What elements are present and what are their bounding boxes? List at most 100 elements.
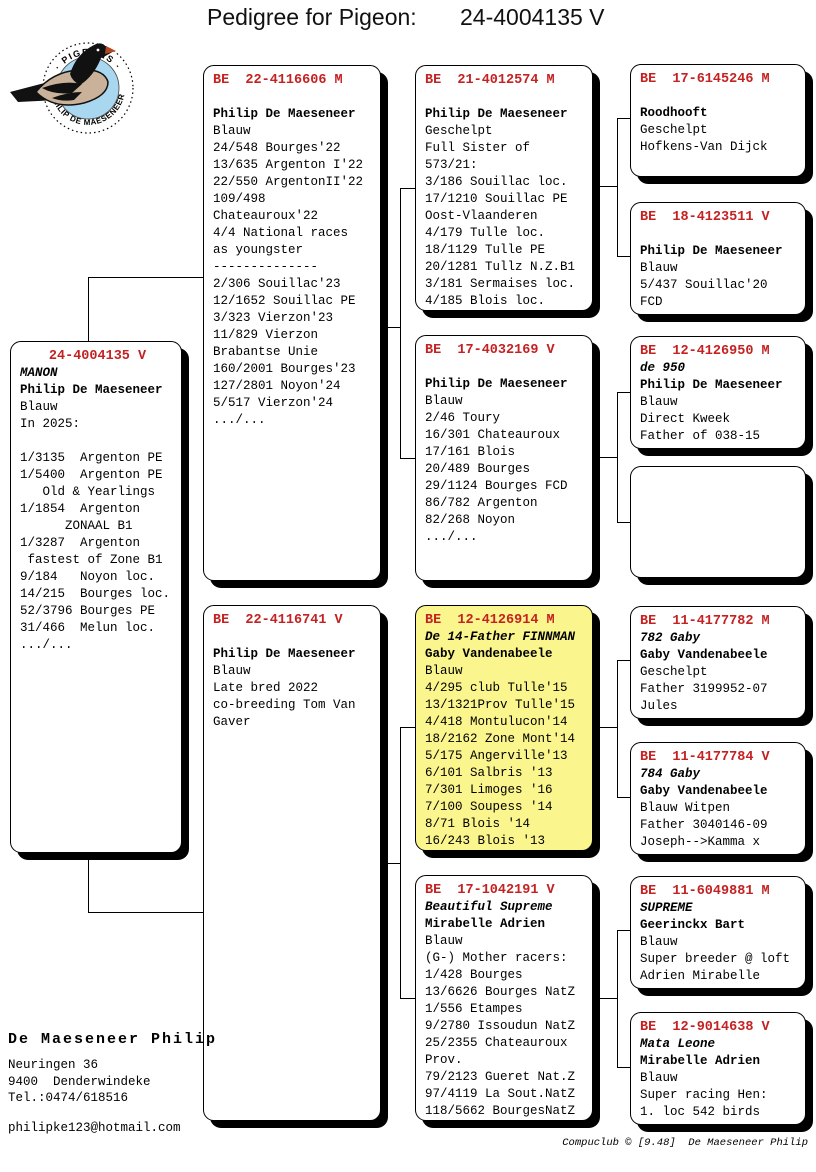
results-text: Blauw 24/548 Bourges'22 13/635 Argenton … <box>213 124 364 427</box>
fancier-name: Philip De Maeseneer <box>425 107 568 121</box>
ring-number: BE 17-4032169 V <box>425 343 555 358</box>
page-title-ring-number: 24-4004135 V <box>460 4 605 30</box>
connector-line <box>617 1067 630 1068</box>
pigeon-name <box>640 88 799 105</box>
pedigree-box-greatgrandparent-2: BE 18-4123511 V Philip De Maeseneer Blau… <box>630 202 806 315</box>
results-text: Blauw 2/46 Toury 16/301 Chateauroux 17/1… <box>425 394 568 544</box>
fancier-name: Gaby Vandenabeele <box>640 648 768 662</box>
ring-number: BE 21-4012574 M <box>425 73 555 88</box>
connector-line <box>400 727 415 728</box>
ring-number: BE 17-1042191 V <box>425 883 555 898</box>
pedigree-box-greatgrandparent-4-empty <box>630 466 806 578</box>
results-text: Blauw Witpen Father 3040146-09 Joseph-->… <box>640 801 768 849</box>
connector-line <box>88 277 89 341</box>
connector-line <box>400 998 415 999</box>
connector-line <box>400 188 415 189</box>
pigeon-name: 784 Gaby <box>640 767 701 781</box>
pigeon-name: De 14-Father FINNMAN <box>425 630 576 644</box>
pedigree-box-greatgrandparent-5: BE 11-4177782 M 782 Gaby Gaby Vandenabee… <box>630 606 806 719</box>
pedigree-box-sire: BE 22-4116606 M Philip De Maeseneer Blau… <box>203 65 381 581</box>
pedigree-box-grandparent-3-highlighted: BE 12-4126914 M De 14-Father FINNMAN Gab… <box>415 605 593 851</box>
connector-line <box>381 327 400 328</box>
pigeon-icon <box>10 43 116 106</box>
pigeon-name: Mata Leone <box>640 1037 716 1051</box>
fancier-name: Philip De Maeseneer <box>425 377 568 391</box>
ring-number: BE 12-9014638 V <box>640 1020 770 1035</box>
page-title: Pedigree for Pigeon: <box>207 4 417 30</box>
pedigree-box-grandparent-2: BE 17-4032169 V Philip De Maeseneer Blau… <box>415 335 593 581</box>
connector-line <box>594 457 617 458</box>
connector-line <box>400 188 401 459</box>
results-text: Geschelpt Father 3199952-07 Jules <box>640 665 768 713</box>
ring-number: BE 11-6049881 M <box>640 884 770 899</box>
pigeon-name <box>213 89 374 106</box>
pedigree-box-grandparent-4: BE 17-1042191 V Beautiful Supreme Mirabe… <box>415 875 593 1121</box>
fancier-name: Philip De Maeseneer <box>640 244 783 258</box>
fancier-name: Philip De Maeseneer <box>640 378 783 392</box>
fancier-name: Mirabelle Adrien <box>640 1054 761 1068</box>
connector-line <box>617 522 630 523</box>
results-text: Blauw (G-) Mother racers: 1/428 Bourges … <box>425 934 576 1118</box>
breeder-address: Neuringen 36 9400 Denderwindeke Tel.:047… <box>8 1058 151 1105</box>
connector-line <box>381 863 400 864</box>
results-text: Blauw 4/295 club Tulle'15 13/1321Prov Tu… <box>425 664 576 848</box>
connector-line <box>88 853 89 913</box>
results-text: Blauw Late bred 2022 co-breeding Tom Van… <box>213 664 356 729</box>
software-credit: Compuclub © [9.48] De Maeseneer Philip <box>562 1137 808 1149</box>
connector-line <box>88 912 203 913</box>
pedigree-box-greatgrandparent-1: BE 17-6145246 M Roodhooft Geschelpt Hofk… <box>630 64 806 177</box>
fancier-name: Gaby Vandenabeele <box>640 784 768 798</box>
pedigree-box-dam: BE 22-4116741 V Philip De Maeseneer Blau… <box>203 605 381 1121</box>
fancier-name: Gaby Vandenabeele <box>425 647 553 661</box>
connector-line <box>88 277 203 278</box>
fancier-name: Roodhooft <box>640 106 708 120</box>
pedigree-box-grandparent-1: BE 21-4012574 M Philip De Maeseneer Gesc… <box>415 65 593 311</box>
breeder-name: De Maeseneer Philip <box>8 1031 218 1048</box>
pigeon-name <box>213 629 374 646</box>
fancier-name: Philip De Maeseneer <box>213 107 356 121</box>
pigeon-name <box>425 89 586 106</box>
results-text: Blauw Super racing Hen: 1. loc 542 birds <box>640 1071 768 1119</box>
ring-number: BE 12-4126914 M <box>425 613 555 628</box>
connector-line <box>617 660 618 798</box>
results-text: Geschelpt Hofkens-Van Dijck <box>640 123 768 154</box>
results-text: Blauw In 2025: 1/3135 Argenton PE 1/5400… <box>20 400 171 652</box>
connector-line <box>617 660 630 661</box>
results-text: Geschelpt Full Sister of 573/21: 3/186 S… <box>425 124 576 308</box>
pedigree-box-subject: 24-4004135 V MANON Philip De Maeseneer B… <box>10 341 182 853</box>
ring-number: 24-4004135 V <box>48 349 147 364</box>
pedigree-box-greatgrandparent-6: BE 11-4177784 V 784 Gaby Gaby Vandenabee… <box>630 742 806 855</box>
pigeon-name: Beautiful Supreme <box>425 900 553 914</box>
results-text: Blauw 5/437 Souillac'20 FCD <box>640 261 768 309</box>
results-text: Blauw Direct Kweek Father of 038-15 <box>640 395 761 443</box>
pedigree-box-greatgrandparent-7: BE 11-6049881 M SUPREME Geerinckx Bart B… <box>630 876 806 989</box>
connector-line <box>617 930 630 931</box>
pedigree-box-greatgrandparent-8: BE 12-9014638 V Mata Leone Mirabelle Adr… <box>630 1012 806 1125</box>
connector-line <box>617 797 630 798</box>
ring-number: BE 11-4177782 M <box>640 614 770 629</box>
connector-line <box>594 186 617 187</box>
pigeon-name <box>640 226 799 243</box>
connector-line <box>617 118 630 119</box>
connector-line <box>617 930 618 1068</box>
pigeon-name: SUPREME <box>640 901 693 915</box>
pigeon-name <box>425 359 586 376</box>
pigeon-name: de 950 <box>640 361 686 375</box>
connector-line <box>400 458 415 459</box>
connector-line <box>617 256 630 257</box>
connector-line <box>617 118 618 257</box>
connector-line <box>617 392 618 523</box>
fancier-name: Geerinckx Bart <box>640 918 746 932</box>
connector-line <box>400 727 401 999</box>
ring-number: BE 12-4126950 M <box>640 344 770 359</box>
breeder-email: philipke123@hotmail.com <box>8 1121 181 1135</box>
results-text: Blauw Super breeder @ loft Adrien Mirabe… <box>640 935 791 983</box>
pigeon-name: MANON <box>20 366 58 380</box>
fancier-name: Philip De Maeseneer <box>213 647 356 661</box>
connector-line <box>594 727 617 728</box>
connector-line <box>617 392 630 393</box>
fancier-name: Mirabelle Adrien <box>425 917 546 931</box>
pedigree-box-greatgrandparent-3: BE 12-4126950 M de 950 Philip De Maesene… <box>630 336 806 449</box>
ring-number: BE 11-4177784 V <box>640 750 770 765</box>
